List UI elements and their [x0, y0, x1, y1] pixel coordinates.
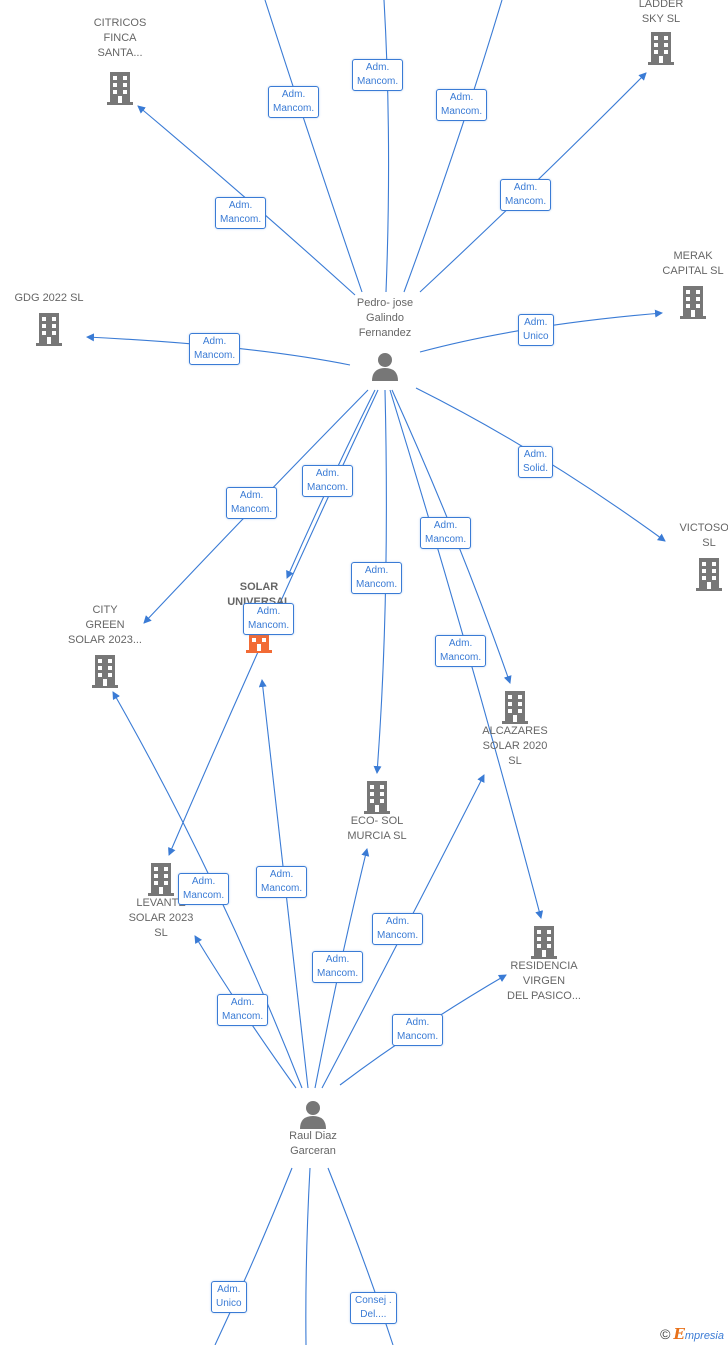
- relation-badge[interactable]: Adm. Mancom.: [372, 913, 424, 945]
- company-ladder[interactable]: LADDER SKY SL: [606, 0, 716, 65]
- relation-badge[interactable]: Adm. Unico: [518, 314, 554, 346]
- relation-badge[interactable]: Adm. Mancom.: [268, 86, 320, 118]
- person-raul-label: Raul Diaz Garceran: [289, 1130, 337, 1157]
- company-city-green-label: CITY GREEN SOLAR 2023...: [68, 604, 142, 646]
- building-icon: [34, 312, 64, 346]
- relation-badge[interactable]: Adm. Mancom.: [243, 603, 295, 635]
- company-merak-label: MERAK CAPITAL SL: [662, 250, 724, 277]
- relation-badge[interactable]: Adm. Mancom.: [435, 635, 487, 667]
- company-levante[interactable]: LEVANTE SOLAR 2023 SL: [106, 862, 216, 941]
- company-citricos[interactable]: CITRICOS FINCA SANTA...: [65, 16, 175, 105]
- person-pedro[interactable]: Pedro- jose Galindo Fernandez: [340, 296, 430, 381]
- relation-badge[interactable]: Adm. Mancom.: [436, 89, 488, 121]
- edge-pedro-offscreen-3: [403, 0, 503, 293]
- building-icon: [90, 654, 120, 688]
- company-levante-label: LEVANTE SOLAR 2023 SL: [128, 897, 194, 939]
- relation-badge[interactable]: Adm. Mancom.: [178, 873, 230, 905]
- company-victosofi-label: VICTOSOFI SL: [679, 522, 728, 549]
- company-victosofi[interactable]: VICTOSOFI SL: [654, 521, 728, 591]
- copyright-icon: ©: [660, 1326, 671, 1342]
- company-city-green[interactable]: CITY GREEN SOLAR 2023...: [50, 603, 160, 688]
- relation-badge[interactable]: Adm. Mancom.: [420, 517, 472, 549]
- relation-badge[interactable]: Consej . Del....: [350, 1292, 397, 1324]
- relation-badge[interactable]: Adm. Mancom.: [217, 994, 269, 1026]
- relation-badge[interactable]: Adm. Mancom.: [351, 562, 403, 594]
- edge-raul-down-1: [214, 1167, 293, 1345]
- company-merak[interactable]: MERAK CAPITAL SL: [638, 249, 728, 319]
- building-icon: [146, 862, 176, 896]
- building-icon: [500, 690, 530, 724]
- relation-badge[interactable]: Adm. Unico: [211, 1281, 247, 1313]
- edge-pedro-offscreen-2: [383, 0, 390, 293]
- building-icon: [678, 285, 708, 319]
- edge-pedro-offscreen-1: [264, 0, 363, 293]
- company-eco-sol[interactable]: ECO- SOL MURCIA SL: [322, 780, 432, 844]
- footer-brand: ©Empresia: [660, 1325, 724, 1343]
- company-eco-sol-label: ECO- SOL MURCIA SL: [347, 815, 407, 842]
- relation-badge[interactable]: Adm. Mancom.: [256, 866, 308, 898]
- relation-badge[interactable]: Adm. Mancom.: [312, 951, 364, 983]
- relation-badge[interactable]: Adm. Mancom.: [302, 465, 354, 497]
- relation-badge[interactable]: Adm. Solid.: [518, 446, 554, 478]
- company-residencia[interactable]: RESIDENCIA VIRGEN DEL PASICO...: [489, 925, 599, 1004]
- company-alcazares-label: ALCAZARES SOLAR 2020 SL: [482, 725, 548, 767]
- company-alcazares[interactable]: ALCAZARES SOLAR 2020 SL: [460, 690, 570, 769]
- person-raul[interactable]: Raul Diaz Garceran: [268, 1099, 358, 1159]
- person-icon: [370, 351, 400, 381]
- building-icon: [105, 71, 135, 105]
- company-residencia-label: RESIDENCIA VIRGEN DEL PASICO...: [507, 960, 581, 1002]
- relation-badge[interactable]: Adm. Mancom.: [189, 333, 241, 365]
- edge-raul-down-3: [327, 1167, 394, 1345]
- relation-badge[interactable]: Adm. Mancom.: [215, 197, 267, 229]
- relation-badge[interactable]: Adm. Mancom.: [226, 487, 278, 519]
- building-icon: [646, 31, 676, 65]
- relation-badge[interactable]: Adm. Mancom.: [392, 1014, 444, 1046]
- building-icon: [694, 557, 724, 591]
- building-icon: [362, 780, 392, 814]
- relation-badge[interactable]: Adm. Mancom.: [500, 179, 552, 211]
- edge-raul-down-2: [305, 1167, 311, 1345]
- company-citricos-label: CITRICOS FINCA SANTA...: [93, 17, 147, 59]
- company-gdg-label: GDG 2022 SL: [14, 292, 84, 304]
- relation-badge[interactable]: Adm. Mancom.: [352, 59, 404, 91]
- brand-logo-text: mpresia: [684, 1330, 724, 1342]
- building-icon: [529, 925, 559, 959]
- brand-logo-e: E: [673, 1325, 685, 1343]
- person-icon: [298, 1099, 328, 1129]
- company-gdg[interactable]: GDG 2022 SL: [0, 291, 104, 346]
- company-ladder-label: LADDER SKY SL: [638, 0, 684, 25]
- person-pedro-label: Pedro- jose Galindo Fernandez: [356, 297, 414, 339]
